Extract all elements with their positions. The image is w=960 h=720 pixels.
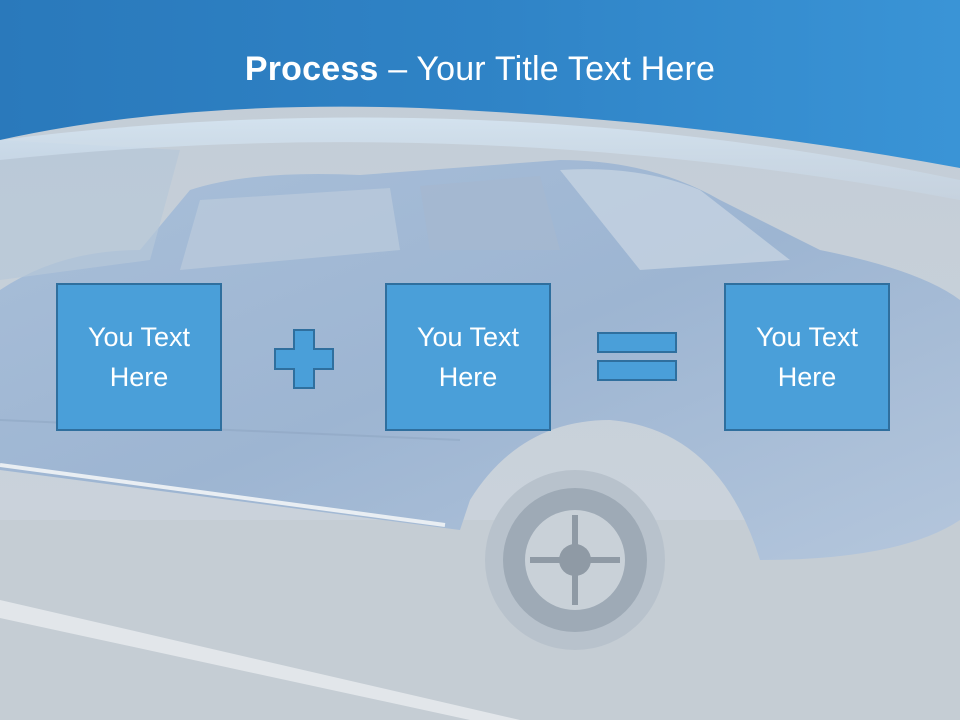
- process-box-2[interactable]: You Text Here: [385, 283, 551, 431]
- box-2-line-1: You Text: [416, 322, 520, 352]
- process-box-2-text: You Text Here: [417, 317, 519, 397]
- box-1-line-1: You Text: [87, 322, 191, 352]
- process-box-1-text: You Text Here: [88, 317, 190, 397]
- title-bold-text: Process: [244, 50, 379, 88]
- slide-title: Process – Your Title Text Here: [0, 50, 960, 89]
- title-rest-text: – Your Title Text Here: [378, 50, 716, 88]
- equals-icon: [597, 332, 677, 381]
- process-box-3-text: You Text Here: [756, 317, 858, 397]
- box-2-line-2: Here: [438, 362, 498, 392]
- process-box-1[interactable]: You Text Here: [56, 283, 222, 431]
- box-3-line-2: Here: [777, 362, 837, 392]
- process-box-3[interactable]: You Text Here: [724, 283, 890, 431]
- box-3-line-1: You Text: [755, 322, 859, 352]
- box-1-line-2: Here: [109, 362, 169, 392]
- plus-icon: [274, 329, 334, 389]
